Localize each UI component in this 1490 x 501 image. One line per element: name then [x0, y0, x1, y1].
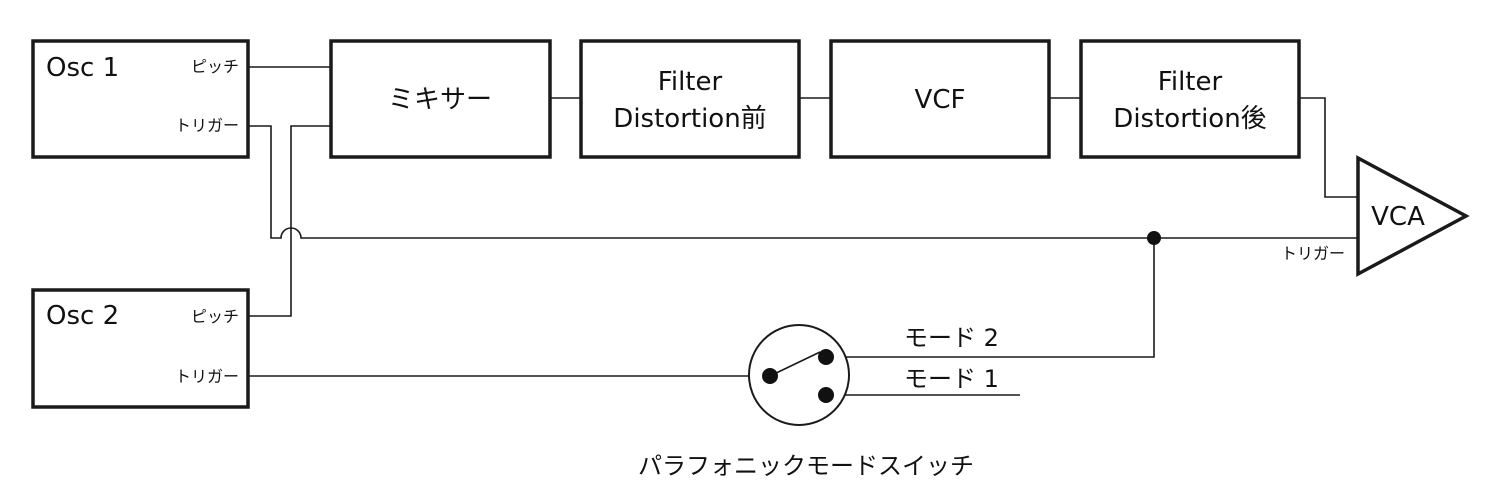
mode2-label: モード 2: [904, 324, 999, 352]
filter-distortion-post-block: Filter Distortion後: [1079, 39, 1301, 159]
wire-filter-post-to-vca: [1299, 97, 1358, 198]
wire-osc2-pitch-to-mixer: [248, 125, 331, 317]
osc2-pitch-port-label: ピッチ: [191, 307, 239, 326]
wire-mode2-to-bus: [826, 238, 1155, 358]
vca-trigger-port-label: トリガー: [1281, 244, 1345, 263]
switch-mode1-terminal: [818, 387, 834, 403]
switch-common-terminal: [762, 368, 778, 384]
paraphonic-mode-switch: モード 2 モード 1 パラフォニックモードスイッチ: [638, 324, 999, 480]
trigger-bus-junction-dot: [1147, 231, 1161, 245]
filter-pre-label-line1: Filter: [658, 67, 723, 97]
vca-label: VCA: [1371, 202, 1425, 232]
mixer-block: ミキサー: [329, 39, 552, 159]
filter-post-label-line1: Filter: [1158, 67, 1223, 97]
osc2-trigger-port-label: トリガー: [175, 367, 239, 386]
mixer-label: ミキサー: [388, 85, 492, 115]
vca-block: VCA トリガー: [1281, 155, 1470, 277]
switch-lever: [769, 351, 821, 377]
vcf-block: VCF: [829, 39, 1051, 159]
wires: [248, 66, 1358, 396]
osc1-block: Osc 1 ピッチ トリガー: [31, 39, 250, 159]
osc2-block: Osc 2 ピッチ トリガー: [31, 288, 250, 409]
filter-pre-label-line2: Distortion前: [613, 104, 766, 134]
osc2-title: Osc 2: [46, 301, 119, 331]
switch-mode2-terminal: [818, 349, 834, 365]
switch-caption: パラフォニックモードスイッチ: [638, 452, 974, 480]
mode1-label: モード 1: [904, 365, 999, 393]
osc1-trigger-port-label: トリガー: [175, 116, 239, 135]
filter-distortion-pre-block: Filter Distortion前: [579, 39, 801, 159]
wire-trigger-bus: [248, 125, 1358, 239]
osc1-pitch-port-label: ピッチ: [191, 57, 239, 76]
osc1-title: Osc 1: [46, 53, 119, 83]
vcf-label: VCF: [915, 85, 966, 115]
filter-post-label-line2: Distortion後: [1113, 104, 1266, 134]
